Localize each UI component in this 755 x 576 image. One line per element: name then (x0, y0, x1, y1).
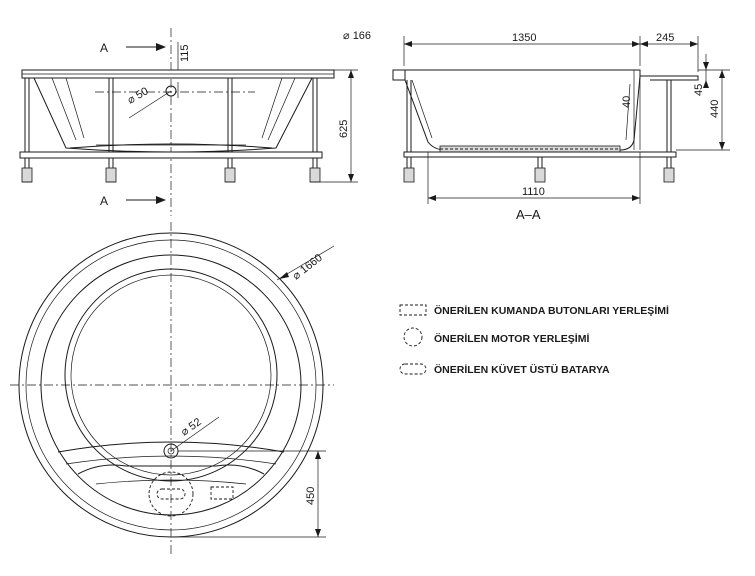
section-bottom-dim: 1110 (522, 186, 545, 198)
inner-basin-circle (64, 268, 278, 482)
plan-drain-dim: ⌀ 52 (179, 416, 204, 438)
front-view: ⌀ 50 115 625 A A (19, 28, 358, 216)
section-marker-top: A (100, 41, 108, 55)
front-pipe-dim: 115 (179, 44, 191, 62)
buttons-placement-icon (210, 486, 234, 500)
legend-rounded-rect-icon (399, 363, 427, 375)
section-shell (404, 75, 641, 151)
plan-view: ⌀ 52 ⌀ 1660 450 (10, 222, 335, 556)
legend-circle-icon (403, 327, 423, 347)
section-rim (405, 69, 699, 81)
support-frame (19, 78, 323, 183)
section-rim-dim: 245 (656, 32, 674, 44)
legend-item-faucet: ÖNERİLEN KÜVET ÜSTÜ BATARYA (434, 363, 610, 376)
legend-item-buttons: ÖNERİLEN KUMANDA BUTONLARI YERLEŞİMİ (434, 304, 669, 317)
section-wall-dim: 40 (621, 96, 633, 108)
tub-shell (33, 77, 313, 153)
section-marker-bottom: A (100, 194, 108, 208)
plan-offset-dim: 450 (305, 487, 317, 505)
drain-icon (165, 85, 177, 97)
front-height-dim: 625 (338, 120, 350, 138)
section-rim-height-dim: 45 (693, 84, 705, 96)
front-seat (57, 441, 285, 453)
plan-outer-diameter-dim: ⌀ 1660 (290, 252, 324, 282)
legend-rect-icon (399, 304, 427, 316)
motor-placement-icon (148, 471, 194, 517)
front-drain-dim: ⌀ 50 (126, 85, 151, 106)
faucet-placement-icon (156, 488, 186, 500)
section-height-dim: 440 (709, 100, 721, 118)
legend: ÖNERİLEN KUMANDA BUTONLARI YERLEŞİMİ ÖNE… (399, 304, 669, 376)
section-diameter-dim: ⌀ 166 (343, 30, 371, 42)
section-frame (403, 80, 677, 183)
section-width-dim: 1350 (512, 32, 536, 44)
section-view: ⌀ 166 1350 (343, 30, 730, 222)
section-label: A–A (516, 207, 541, 222)
legend-item-motor: ÖNERİLEN MOTOR YERLEŞİMİ (434, 332, 589, 345)
